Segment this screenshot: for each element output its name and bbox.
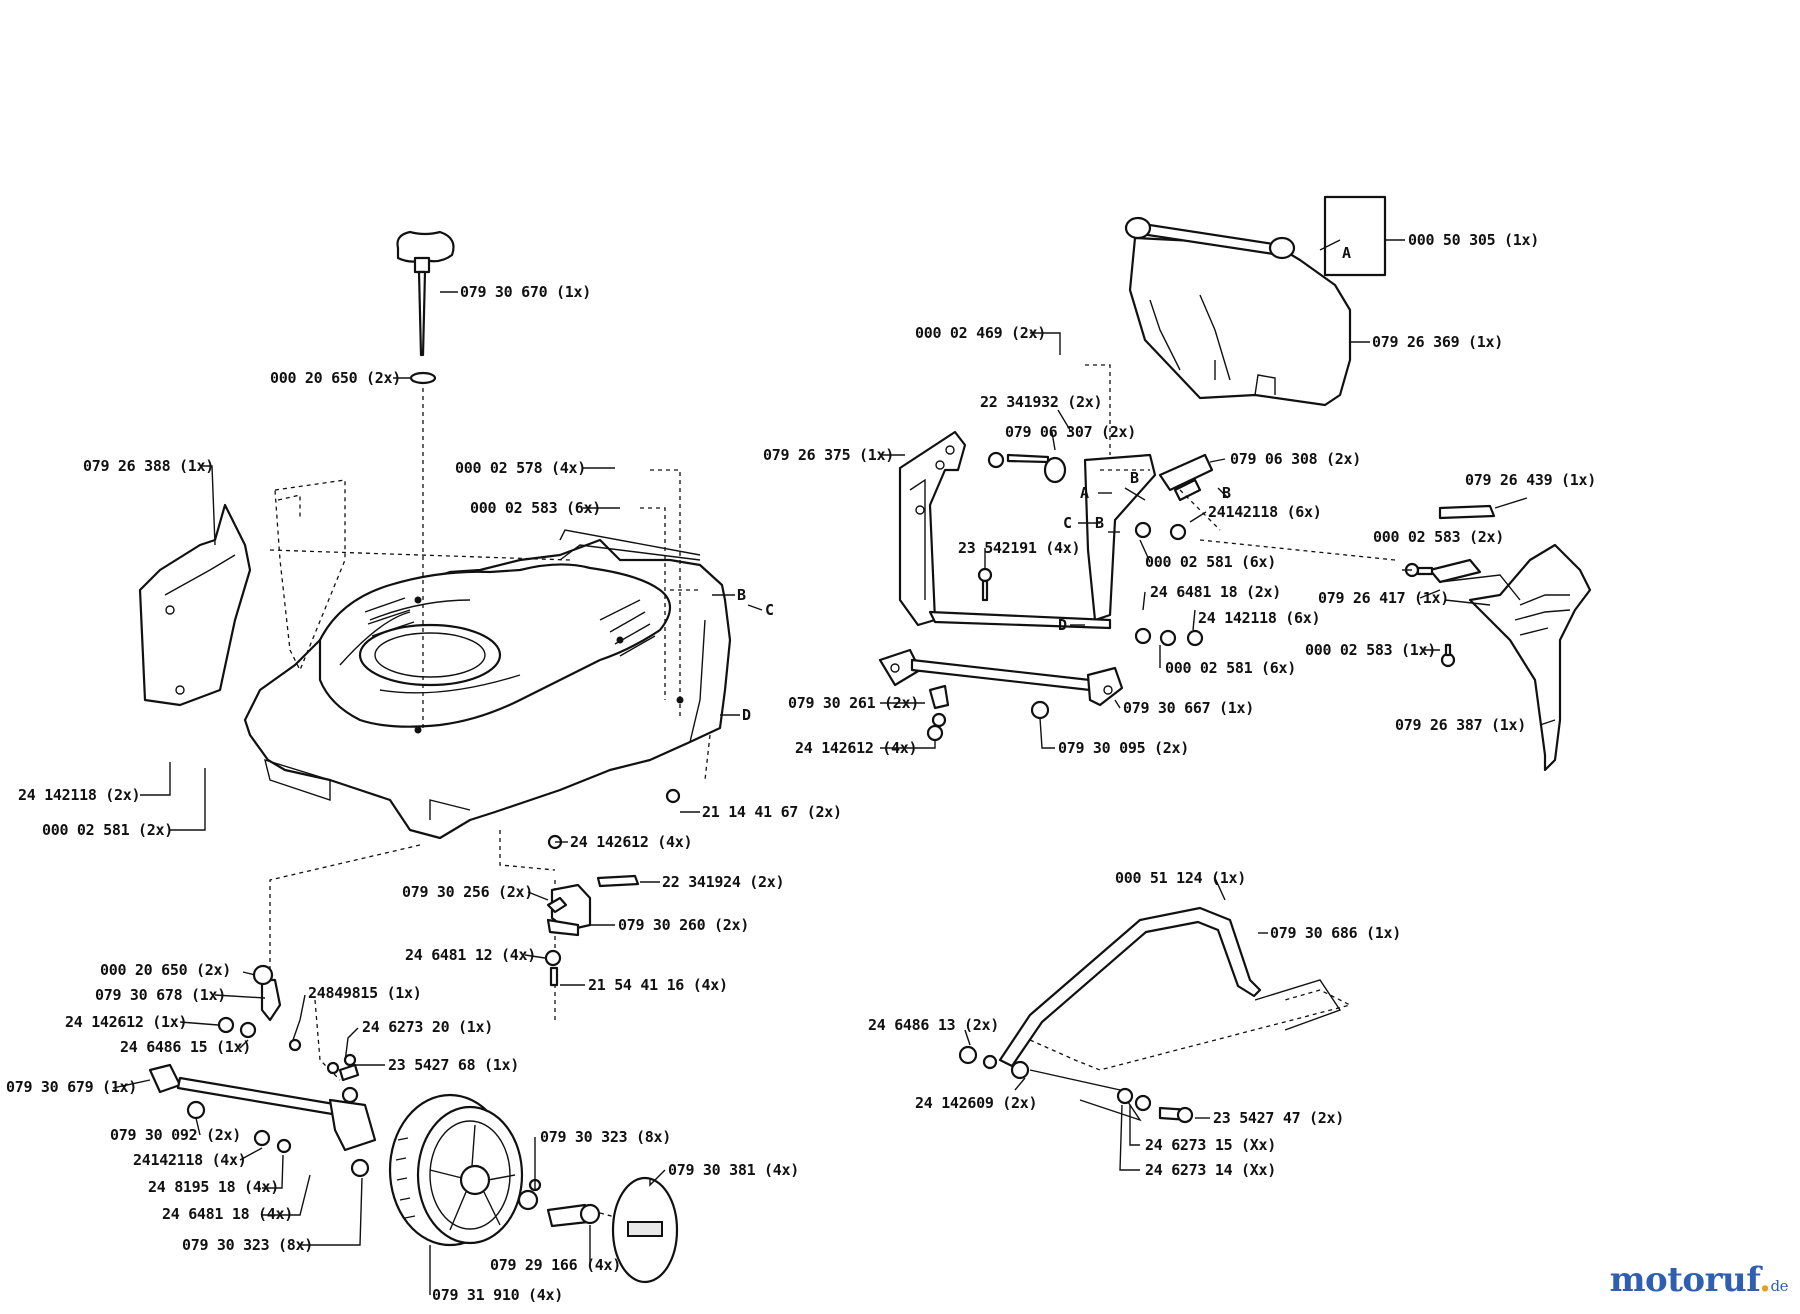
watermark-dot: . (1759, 1260, 1771, 1300)
rear-wheel (388, 1093, 679, 1284)
left-axle-assembly (148, 964, 377, 1178)
callout-label: 000 02 469 (2x) (915, 324, 1046, 342)
marker-B: B (1130, 469, 1139, 487)
callout-label: 079 26 417 (1x) (1318, 589, 1449, 607)
callout-label: 24 6273 15 (Xx) (1145, 1136, 1276, 1154)
callout-label: 000 51 124 (1x) (1115, 869, 1246, 887)
callout-label: 22 341932 (2x) (980, 393, 1102, 411)
marker-B: B (1095, 514, 1104, 532)
marker-A: A (1080, 484, 1089, 502)
callout-label: 24 142612 (1x) (65, 1013, 187, 1031)
grass-catcher-bag (1124, 195, 1387, 407)
callout-label: 000 20 650 (2x) (270, 369, 401, 387)
push-handle (958, 906, 1352, 1124)
leader-lines (112, 239, 1556, 1295)
callout-label: 079 30 667 (1x) (1123, 699, 1254, 717)
callout-label: 000 02 583 (1x) (1305, 641, 1436, 659)
marker-D: D (1058, 616, 1067, 634)
callout-label: 079 06 307 (2x) (1005, 423, 1136, 441)
marker-B: B (737, 586, 746, 604)
watermark-tld: de (1770, 1277, 1789, 1295)
callout-label: 000 02 578 (4x) (455, 459, 586, 477)
marker-D: D (742, 706, 751, 724)
callout-label: 000 02 581 (2x) (42, 821, 173, 839)
callout-label: 24 6481 18 (4x) (162, 1205, 293, 1223)
callout-label: 000 02 581 (6x) (1165, 659, 1296, 677)
callout-label: 23 542191 (4x) (958, 539, 1080, 557)
callout-label: 24 6481 12 (4x) (405, 946, 536, 964)
callout-label: 24 142118 (2x) (18, 786, 140, 804)
callout-label: 079 26 375 (1x) (763, 446, 894, 464)
center-brackets (544, 788, 681, 987)
callout-label: 22 341924 (2x) (662, 873, 784, 891)
height-adjust-knob (396, 230, 455, 385)
callout-label: 23 5427 68 (1x) (388, 1056, 519, 1074)
callout-label: 24142118 (6x) (1208, 503, 1322, 521)
callout-label: 079 26 369 (1x) (1372, 333, 1503, 351)
callout-label: 079 30 679 (1x) (6, 1078, 137, 1096)
assembly-lines-deck (269, 380, 711, 1081)
callout-label: 24 6273 20 (1x) (362, 1018, 493, 1036)
callout-label: 000 20 650 (2x) (100, 961, 231, 979)
marker-A: A (1342, 244, 1351, 262)
bag-frame (898, 364, 1396, 647)
callout-label: 079 26 387 (1x) (1395, 716, 1526, 734)
callout-label: 24 6486 13 (2x) (868, 1016, 999, 1034)
callout-label: 079 29 166 (4x) (490, 1256, 621, 1274)
marker-C: C (765, 601, 774, 619)
deck-housing (243, 529, 732, 840)
callout-label: 24142118 (4x) (133, 1151, 247, 1169)
site-watermark-logo: motoruf.de (1609, 1260, 1789, 1300)
callout-label: 24 142118 (6x) (1198, 609, 1320, 627)
callout-label: 23 5427 47 (2x) (1213, 1109, 1344, 1127)
left-side-flap (138, 479, 346, 707)
callout-label: 079 30 381 (4x) (668, 1161, 799, 1179)
callout-label: 079 30 678 (1x) (95, 986, 226, 1004)
callout-label: 079 31 910 (4x) (432, 1286, 563, 1304)
callout-label: 079 30 260 (2x) (618, 916, 749, 934)
watermark-name: motoruf (1609, 1260, 1760, 1300)
marker-C: C (1063, 514, 1072, 532)
callout-label: 079 06 308 (2x) (1230, 450, 1361, 468)
marker-B: B (1222, 484, 1231, 502)
callout-label: 079 26 439 (1x) (1465, 471, 1596, 489)
callout-label: 24 8195 18 (4x) (148, 1178, 279, 1196)
callout-label: 079 30 092 (2x) (110, 1126, 241, 1144)
callout-label: 000 02 583 (6x) (470, 499, 601, 517)
callout-label: 079 30 670 (1x) (460, 283, 591, 301)
callout-label: 24 142612 (4x) (795, 739, 917, 757)
callout-label: 079 26 388 (1x) (83, 457, 214, 475)
callout-label: 21 14 41 67 (2x) (702, 803, 842, 821)
callout-label: 079 30 686 (1x) (1270, 924, 1401, 942)
callout-label: 21 54 41 16 (4x) (588, 976, 728, 994)
callout-label: 079 30 261 (2x) (788, 694, 919, 712)
callout-label: 079 30 256 (2x) (402, 883, 533, 901)
callout-label: 24 6486 15 (1x) (120, 1038, 251, 1056)
callout-label: 079 30 095 (2x) (1058, 739, 1189, 757)
callout-label: 000 02 583 (2x) (1373, 528, 1504, 546)
callout-label: 24 6481 18 (2x) (1150, 583, 1281, 601)
part-number-labels: 079 30 670 (1x) 000 20 650 (2x) 079 26 3… (6, 231, 1596, 1304)
callout-label: 24 142612 (4x) (570, 833, 692, 851)
callout-label: 000 02 581 (6x) (1145, 553, 1276, 571)
assembly-markers: A A B C B D B B C D (712, 239, 1351, 724)
callout-label: 24849815 (1x) (308, 984, 422, 1002)
right-side-flap (1404, 504, 1592, 772)
callout-label: 079 30 323 (8x) (182, 1236, 313, 1254)
rear-flap-rod (878, 648, 1124, 742)
callout-label: 24 142609 (2x) (915, 1094, 1037, 1112)
callout-label: 079 30 323 (8x) (540, 1128, 671, 1146)
callout-label: 000 50 305 (1x) (1408, 231, 1539, 249)
callout-label: 24 6273 14 (Xx) (1145, 1161, 1276, 1179)
